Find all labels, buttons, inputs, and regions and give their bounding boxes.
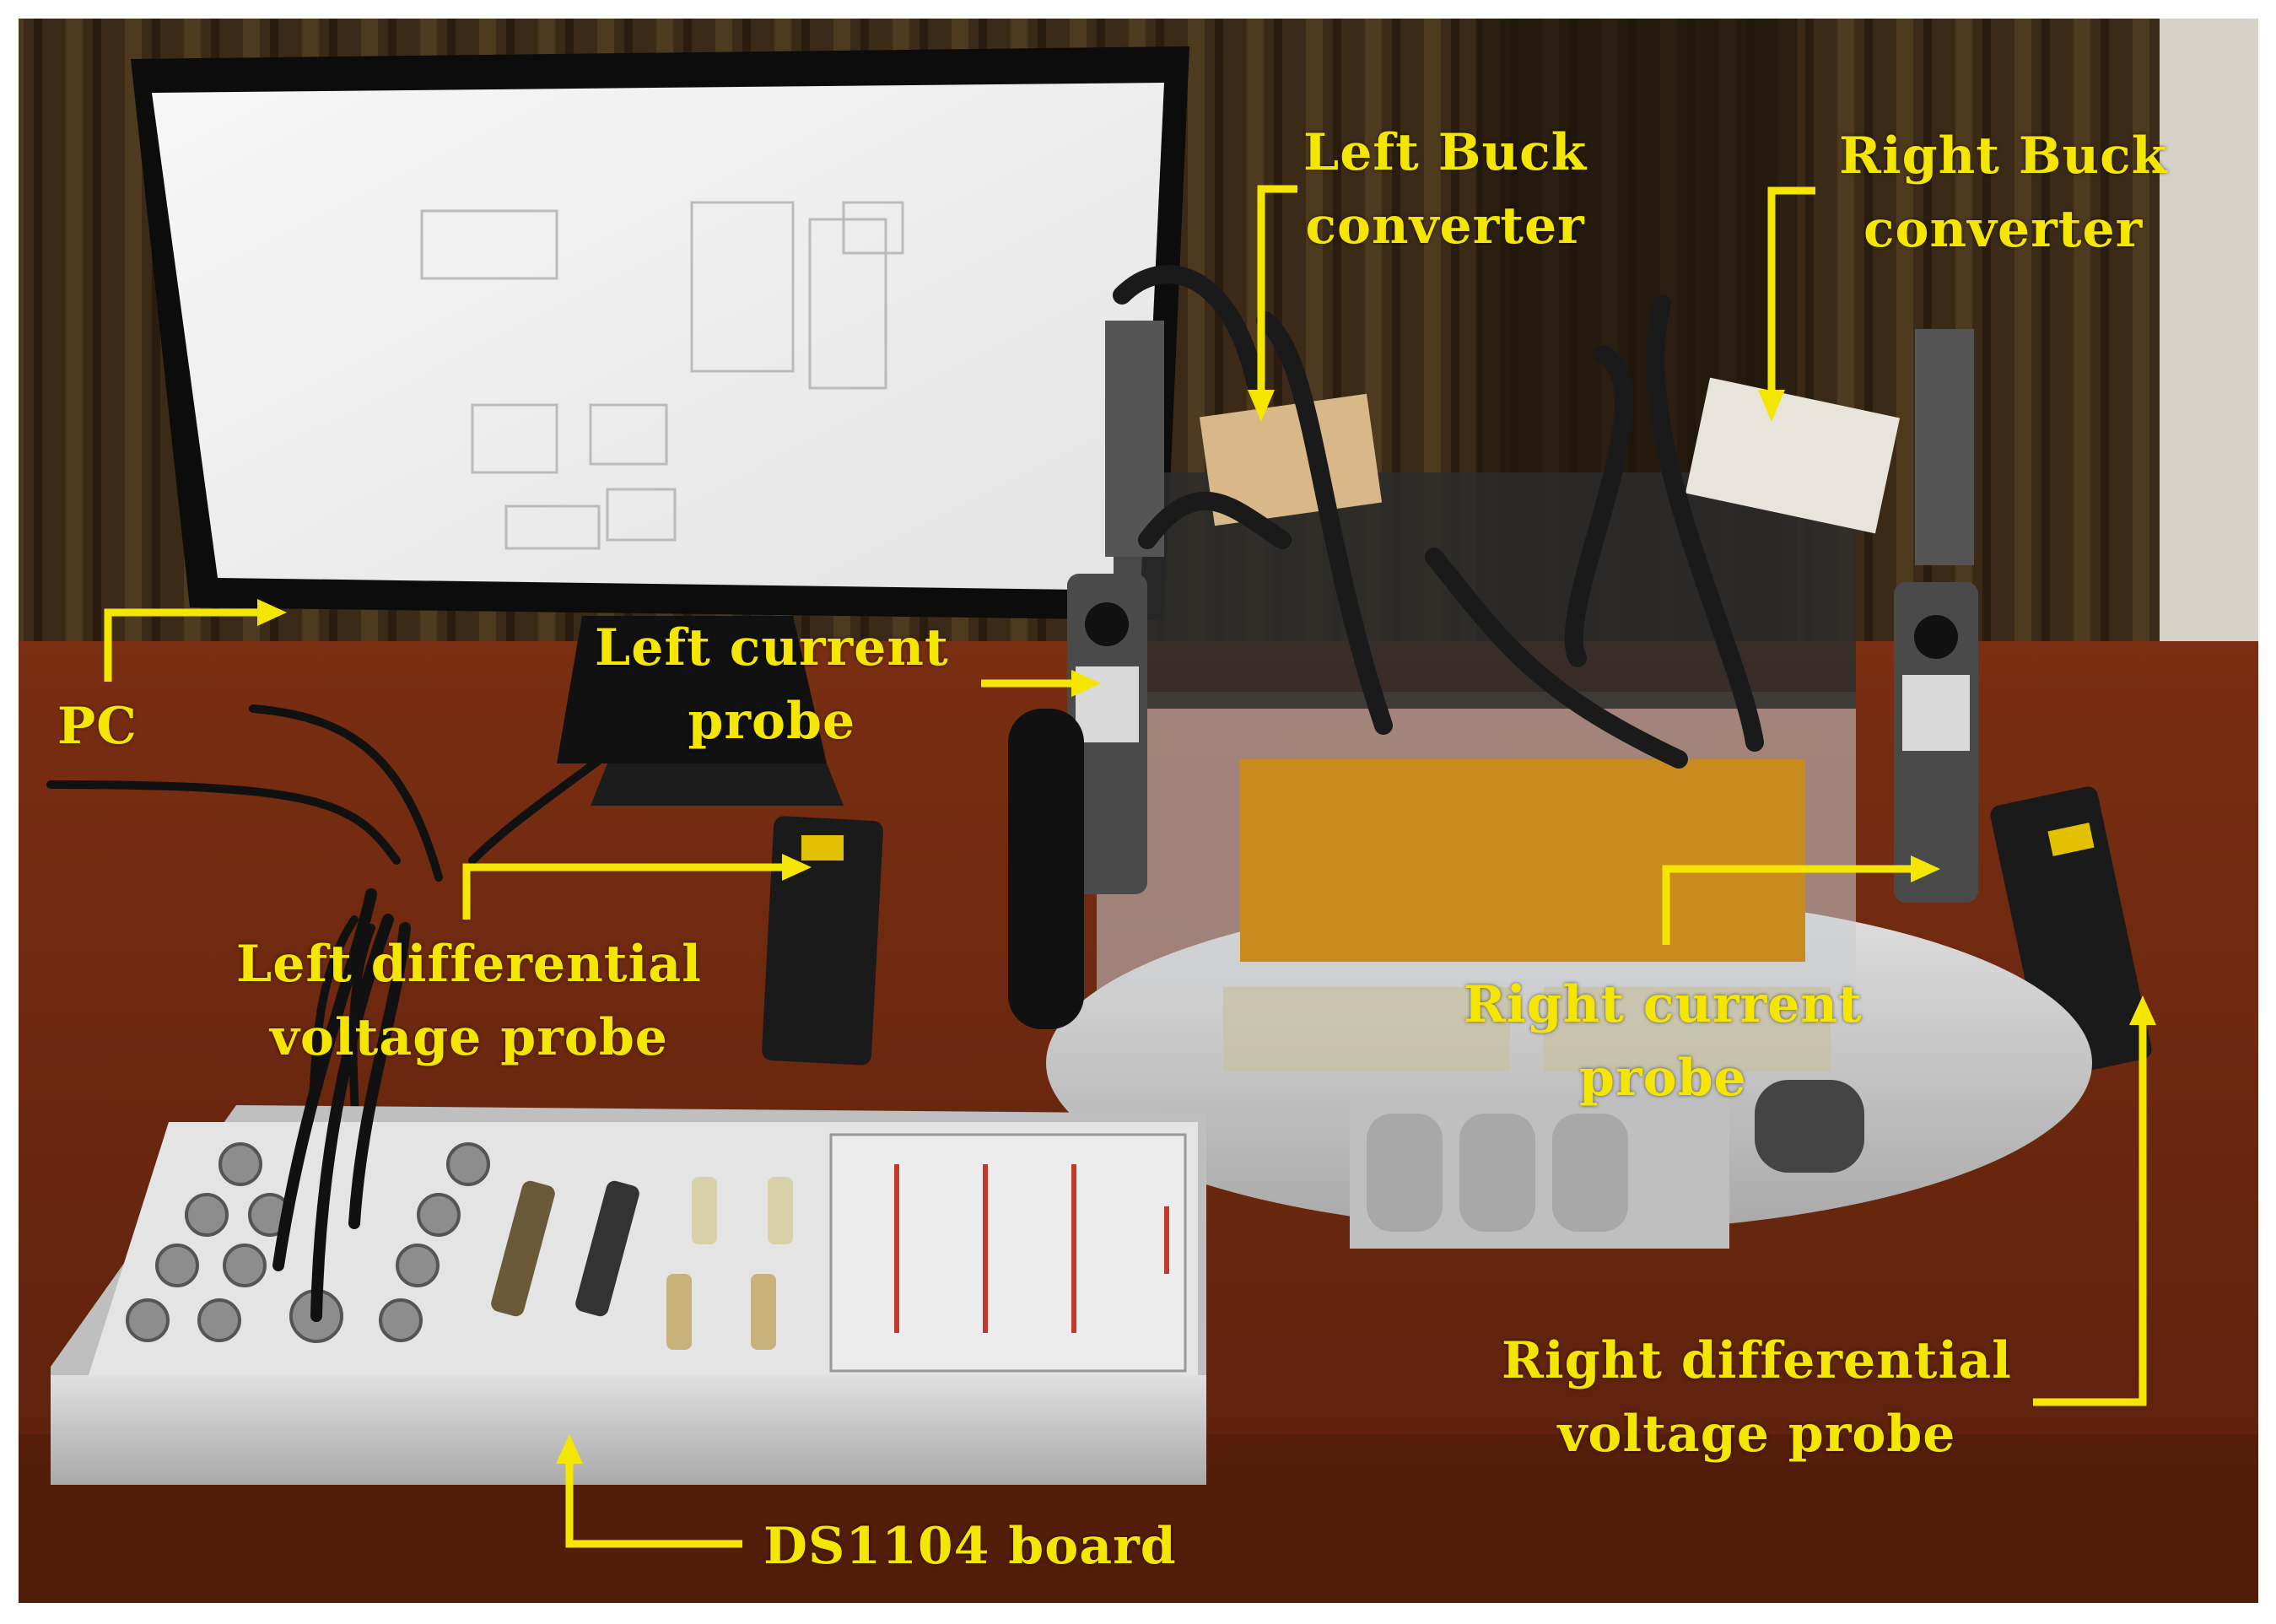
robot [1008,265,2092,1249]
pc-monitor [131,46,1189,806]
photo [19,19,2258,1603]
ds1104-arrow [565,1459,742,1548]
pc-arrow [104,608,262,682]
left-diff-probe-arrow [462,863,785,920]
left-buck-arrow [1257,185,1297,395]
right-buck-arrow [1767,186,1815,395]
right-current-probe-arrow [1662,865,1915,945]
label-ds1104-board: DS1104 board [763,1517,1177,1576]
ds1104-board [51,888,1206,1485]
label-pc: PC [57,697,138,756]
annotation-arrows [104,185,2156,1548]
right-diff-probe-arrow [2033,1021,2147,1406]
